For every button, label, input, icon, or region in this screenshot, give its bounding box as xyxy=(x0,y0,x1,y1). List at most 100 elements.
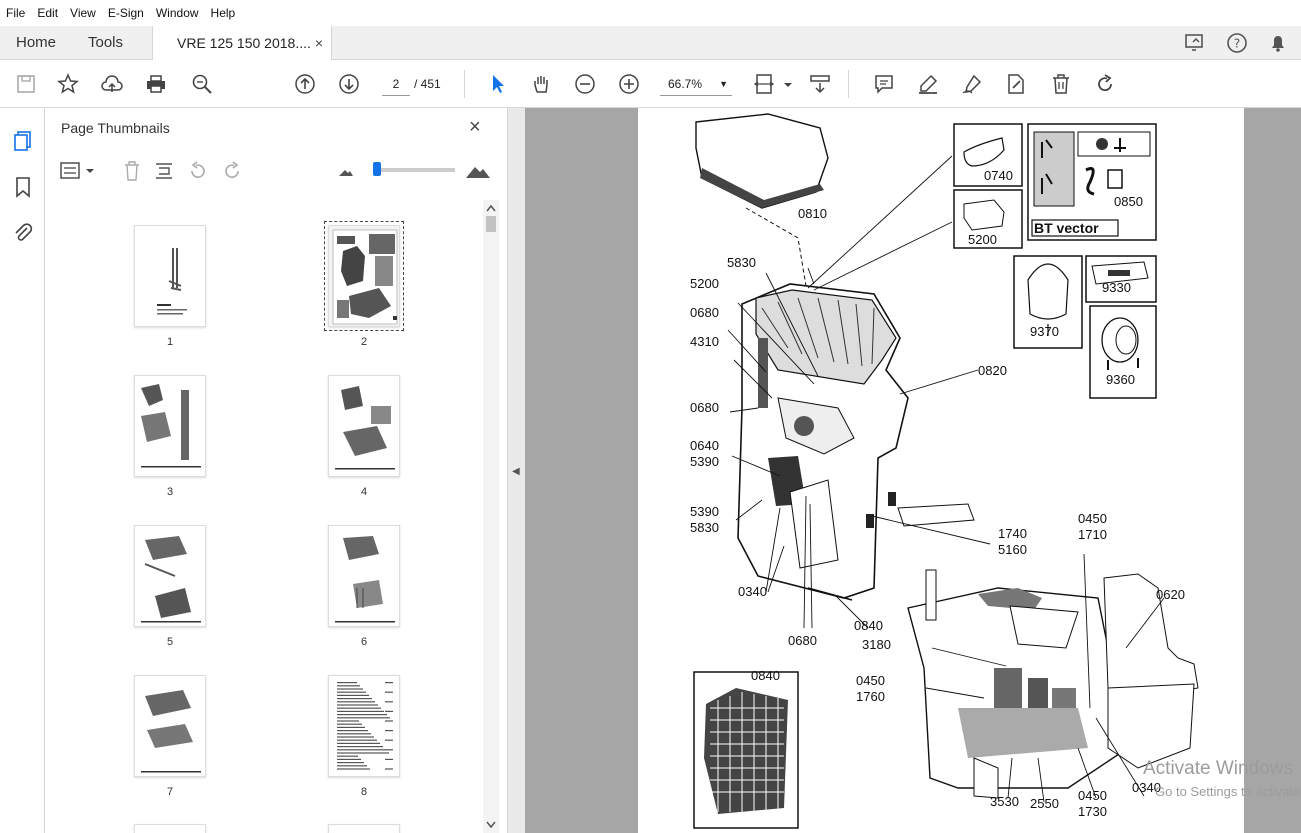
part-callout-label: 4310 xyxy=(690,334,719,349)
thumbnail-size-slider[interactable] xyxy=(373,162,455,176)
part-callout-label: 1740 xyxy=(998,526,1027,541)
previous-page-icon[interactable] xyxy=(293,72,317,96)
scrollbar-thumb[interactable] xyxy=(486,216,496,232)
part-callout-label: 0640 xyxy=(690,438,719,453)
part-callout-label: 9370 xyxy=(1030,324,1059,339)
part-callout-label: BT vector xyxy=(1034,220,1099,236)
page-thumbnails-panel: Page Thumbnails × 1 xyxy=(45,108,507,833)
part-callout-label: 5830 xyxy=(727,255,756,270)
help-icon[interactable]: ? xyxy=(1226,32,1248,54)
thumbnail-page-8[interactable] xyxy=(328,675,400,777)
thumbnail-label: 2 xyxy=(360,336,368,348)
part-callout-label: 0740 xyxy=(984,168,1013,183)
slider-handle[interactable] xyxy=(373,162,381,176)
thumbnail-label: 4 xyxy=(360,486,368,498)
notification-bell-icon[interactable] xyxy=(1267,32,1289,54)
part-callout-label: 0840 xyxy=(854,618,883,633)
thumbnail-scrollbar[interactable] xyxy=(483,200,499,833)
comment-icon[interactable] xyxy=(872,72,896,96)
rotate-right-icon[interactable] xyxy=(221,160,243,182)
part-callout-label: 0450 xyxy=(1078,511,1107,526)
zoom-in-icon[interactable] xyxy=(617,72,641,96)
attachments-paperclip-icon[interactable] xyxy=(12,222,34,244)
menu-edit[interactable]: Edit xyxy=(37,6,59,20)
insert-page-icon[interactable] xyxy=(153,160,175,182)
activation-watermark-subtitle: Go to Settings to activate xyxy=(1155,784,1301,799)
thumbnail-page-3[interactable] xyxy=(134,375,206,477)
thumbnail-page-4[interactable] xyxy=(328,375,400,477)
thumbnail-label: 3 xyxy=(166,486,174,498)
part-callout-label: 0850 xyxy=(1114,194,1143,209)
parts-diagram xyxy=(693,113,1199,829)
main-toolbar: 2 / 451 66.7% ▼ xyxy=(0,60,1301,108)
page-thumbnails-icon[interactable] xyxy=(12,130,34,152)
delete-trash-icon[interactable] xyxy=(1049,72,1073,96)
tab-home[interactable]: Home xyxy=(16,34,57,51)
zoom-level-select[interactable]: 66.7% ▼ xyxy=(660,72,732,96)
rotate-left-icon[interactable] xyxy=(187,160,209,182)
delete-page-icon[interactable] xyxy=(121,160,143,182)
edit-document-icon[interactable] xyxy=(1004,72,1028,96)
thumbnail-page-5[interactable] xyxy=(134,525,206,627)
thumbnail-label: 6 xyxy=(360,636,368,648)
menu-help[interactable]: Help xyxy=(210,6,236,20)
thumbnail-page-9[interactable] xyxy=(134,824,206,833)
scroll-up-icon[interactable] xyxy=(483,202,499,214)
part-callout-label: 9330 xyxy=(1102,280,1131,295)
part-callout-label: 0680 xyxy=(788,633,817,648)
fit-page-icon[interactable] xyxy=(752,72,776,96)
tab-close-icon[interactable]: × xyxy=(314,35,323,51)
panel-close-icon[interactable]: × xyxy=(469,116,481,138)
select-cursor-icon[interactable] xyxy=(486,72,510,96)
highlight-pen-icon[interactable] xyxy=(916,72,940,96)
zoom-level-value: 66.7% xyxy=(668,77,703,91)
thumbnail-page-2[interactable] xyxy=(324,221,404,331)
thumbnail-options-icon[interactable] xyxy=(59,160,95,182)
menu-file[interactable]: File xyxy=(6,6,26,20)
tab-document[interactable]: VRE 125 150 2018.... × xyxy=(152,26,332,61)
part-callout-label: 0450 xyxy=(856,673,885,688)
share-screen-icon[interactable] xyxy=(1184,32,1206,54)
menu-view[interactable]: View xyxy=(70,6,96,20)
chevron-down-icon: ▼ xyxy=(719,79,728,89)
redo-rotate-icon[interactable] xyxy=(1093,72,1117,96)
next-page-icon[interactable] xyxy=(337,72,361,96)
upload-cloud-icon[interactable] xyxy=(100,72,124,96)
thumbnail-page-6[interactable] xyxy=(328,525,400,627)
collapse-panel-icon[interactable]: ◀ xyxy=(512,466,520,477)
menu-bar: File Edit View E-Sign Window Help xyxy=(0,0,1301,26)
part-callout-label: 2550 xyxy=(1030,796,1059,811)
page-number-input[interactable]: 2 xyxy=(382,72,410,96)
thumbnail-label: 1 xyxy=(166,336,174,348)
scroll-down-icon[interactable] xyxy=(483,819,499,831)
panel-splitter[interactable]: ◀ xyxy=(507,108,525,833)
zoom-out-icon[interactable] xyxy=(573,72,597,96)
sign-pen-icon[interactable] xyxy=(960,72,984,96)
zoom-search-icon[interactable] xyxy=(190,72,214,96)
panel-toolbar xyxy=(45,148,507,192)
fit-page-dropdown-icon[interactable] xyxy=(776,72,792,96)
bookmark-star-icon[interactable] xyxy=(56,72,80,96)
part-callout-label: 0680 xyxy=(690,305,719,320)
part-callout-label: 0680 xyxy=(690,400,719,415)
bookmarks-icon[interactable] xyxy=(12,176,34,198)
menu-esign[interactable]: E-Sign xyxy=(107,6,144,20)
part-callout-label: 5200 xyxy=(968,232,997,247)
menu-window[interactable]: Window xyxy=(155,6,199,20)
thumbnail-label: 7 xyxy=(166,786,174,798)
thumbnail-label: 5 xyxy=(166,636,174,648)
print-icon[interactable] xyxy=(144,72,168,96)
thumbnail-page-10[interactable] xyxy=(328,824,400,833)
thumbnail-page-7[interactable] xyxy=(134,675,206,777)
large-thumbnail-mountain-icon[interactable] xyxy=(465,160,491,182)
part-callout-label: 0820 xyxy=(978,363,1007,378)
hand-tool-icon[interactable] xyxy=(529,72,553,96)
tab-tools[interactable]: Tools xyxy=(88,34,124,51)
toolbar-separator xyxy=(848,70,849,98)
small-thumbnail-mountain-icon[interactable] xyxy=(337,160,355,182)
thumbnail-page-1[interactable] xyxy=(134,225,206,327)
scroll-mode-icon[interactable] xyxy=(808,72,832,96)
save-icon[interactable] xyxy=(14,72,38,96)
